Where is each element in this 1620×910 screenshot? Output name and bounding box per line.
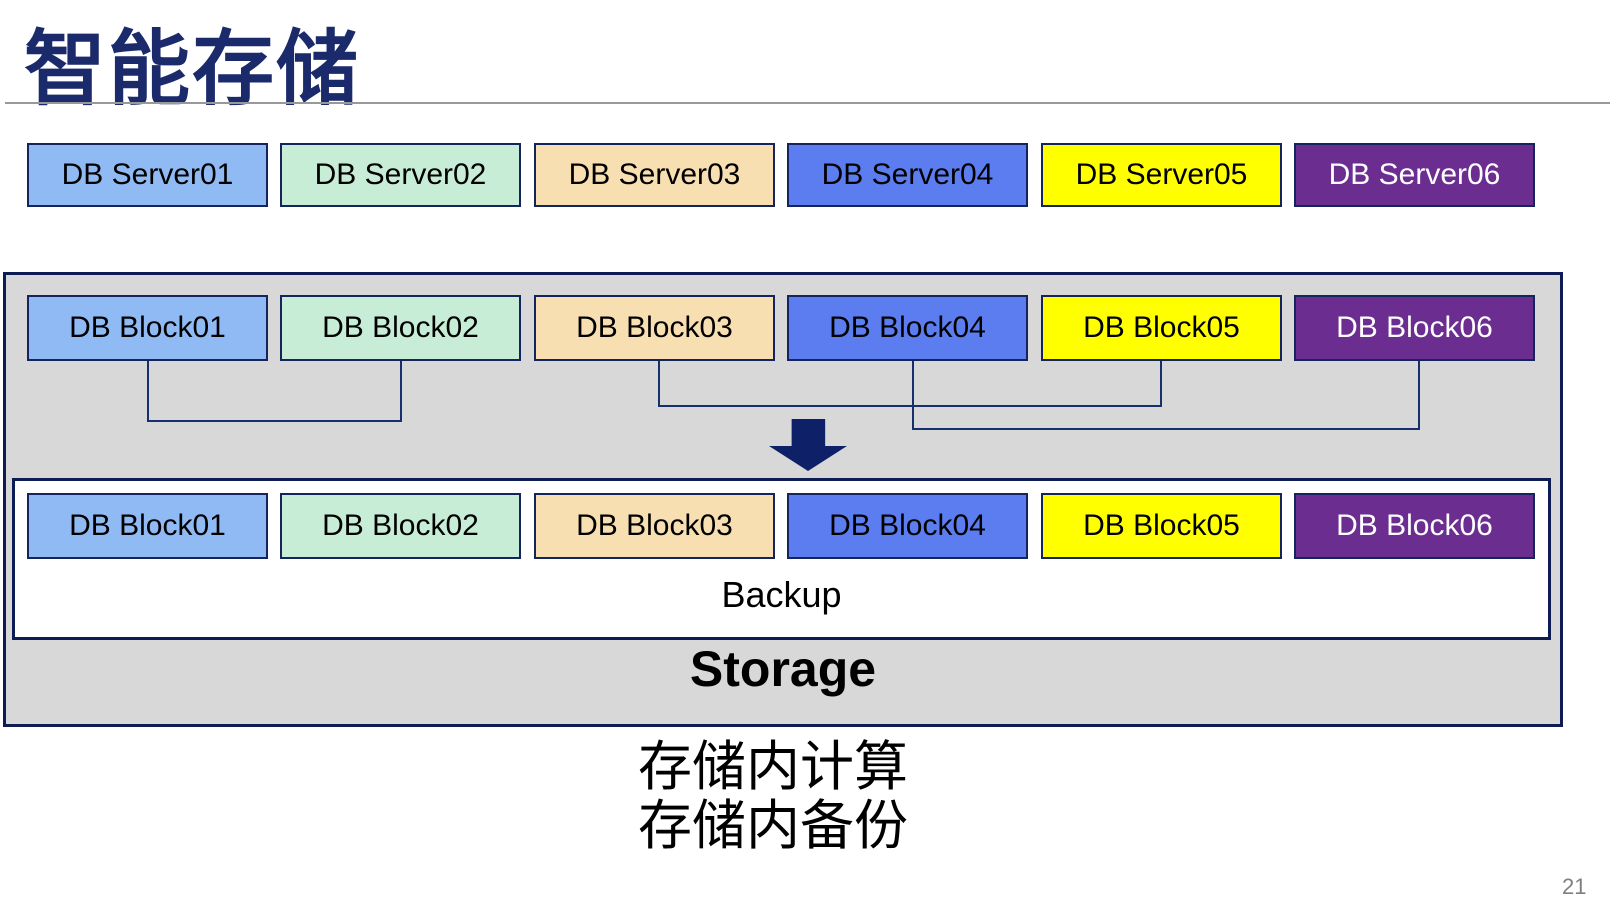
backup-block-03: DB Block03 (534, 493, 775, 559)
connector-line (658, 405, 1162, 407)
server-box-01: DB Server01 (27, 143, 268, 207)
storage-block-03: DB Block03 (534, 295, 775, 361)
connector-line (912, 361, 914, 430)
server-box-04: DB Server04 (787, 143, 1028, 207)
backup-block-02: DB Block02 (280, 493, 521, 559)
backup-block-04: DB Block04 (787, 493, 1028, 559)
annotation-line-2: 存储内备份 (638, 796, 908, 857)
server-box-03: DB Server03 (534, 143, 775, 207)
storage-block-06: DB Block06 (1294, 295, 1535, 361)
backup-label: Backup (721, 574, 842, 615)
connector-line (400, 361, 402, 422)
storage-block-02: DB Block02 (280, 295, 521, 361)
annotation-text: 存储内计算 存储内备份 (638, 737, 908, 857)
storage-block-04: DB Block04 (787, 295, 1028, 361)
page-number: 21 (1562, 874, 1587, 899)
connector-line (1160, 361, 1162, 407)
server-box-06: DB Server06 (1294, 143, 1535, 207)
storage-block-05: DB Block05 (1041, 295, 1282, 361)
connector-line (147, 361, 149, 422)
storage-label: Storage (689, 641, 877, 697)
server-box-02: DB Server02 (280, 143, 521, 207)
backup-block-05: DB Block05 (1041, 493, 1282, 559)
connector-line (1418, 361, 1420, 430)
title-divider (5, 102, 1610, 104)
backup-block-06: DB Block06 (1294, 493, 1535, 559)
connector-line (912, 428, 1420, 430)
connector-line (658, 361, 660, 407)
annotation-line-1: 存储内计算 (638, 737, 908, 797)
storage-block-01: DB Block01 (27, 295, 268, 361)
server-box-05: DB Server05 (1041, 143, 1282, 207)
backup-block-01: DB Block01 (27, 493, 268, 559)
slide-title: 智能存储 (24, 24, 361, 115)
connector-line (147, 420, 402, 422)
